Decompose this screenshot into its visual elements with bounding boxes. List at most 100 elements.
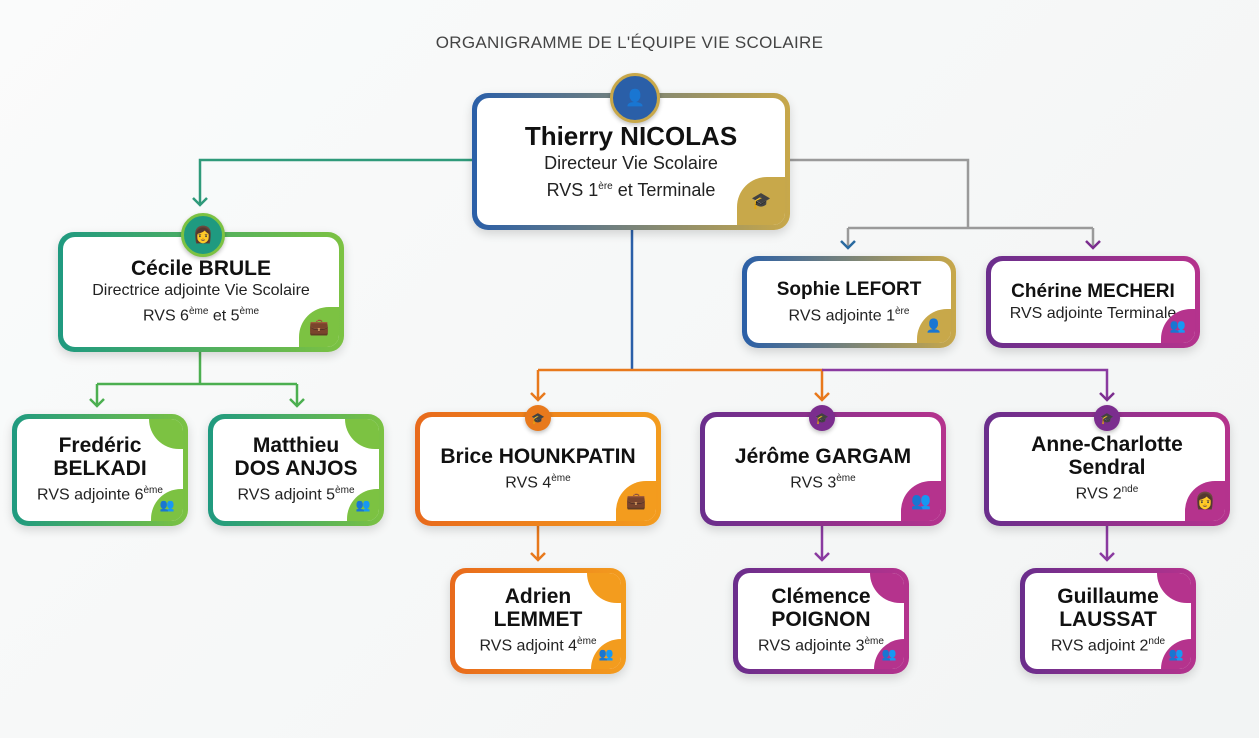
link-anne-guillaume <box>1099 526 1115 562</box>
node-class: RVS 1ère et Terminale <box>547 175 716 202</box>
node-frederic-belkadi[interactable]: Fredéric BELKADI RVS adjointe 6ème 👥 <box>12 414 188 526</box>
node-class: RVS adjoint 5ème <box>238 480 355 505</box>
node-class: RVS adjointe 6ème <box>37 480 163 505</box>
link-row3-right <box>822 368 1109 400</box>
briefcase-icon: 💼 <box>616 481 656 521</box>
node-class: RVS 6ème et 5ème <box>143 301 259 326</box>
arrows-brice-jerome <box>530 392 830 402</box>
node-brice-hounkpatin[interactable]: Brice HOUNKPATIN RVS 4ème 💼 <box>415 412 661 526</box>
node-surname: Sendral <box>1068 456 1146 480</box>
link-thierry-right <box>790 158 1095 248</box>
person-icon: 👩 <box>1185 481 1225 521</box>
corner-accent <box>149 419 183 449</box>
link-cecile-down <box>95 352 299 406</box>
class-suffix: ème <box>864 636 884 648</box>
node-role: Directrice adjointe Vie Scolaire <box>92 282 310 300</box>
chart-title: ORGANIGRAMME DE L'ÉQUIPE VIE SCOLAIRE <box>435 33 824 52</box>
class-text: RVS adjointe 6 <box>37 486 144 504</box>
class-text: RVS 6 <box>143 307 189 325</box>
node-anne-charlotte-sendral[interactable]: Anne-Charlotte Sendral RVS 2nde 👩 <box>984 412 1230 526</box>
corner-accent <box>587 573 621 603</box>
class-suffix: ère <box>598 181 613 192</box>
arrow-cecile <box>192 197 208 207</box>
node-surname: LEMMET <box>493 608 583 632</box>
arrow-cherine <box>1085 240 1101 250</box>
corner-accent <box>870 573 904 603</box>
presentation-icon: 👥 <box>901 481 941 521</box>
node-name: Brice HOUNKPATIN <box>440 444 636 468</box>
class-suffix: ème <box>188 306 209 318</box>
group-icon: 👥 <box>1161 639 1191 669</box>
node-clemence-poignon[interactable]: Clémence POIGNON RVS adjointe 3ème 👥 <box>733 568 909 674</box>
link-row3-mid <box>632 368 824 400</box>
node-class: RVS 2nde <box>1076 479 1139 504</box>
user-icon: 👤 <box>610 73 660 123</box>
class-suffix: nde <box>1121 484 1139 496</box>
graduation-cap-icon: 🎓 <box>1094 405 1120 431</box>
node-name: Sophie LEFORT <box>776 278 922 300</box>
node-adrien-lemmet[interactable]: Adrien LEMMET RVS adjoint 4ème 👥 <box>450 568 626 674</box>
class-suffix: ème <box>239 306 259 318</box>
node-name: Fredéric <box>58 434 142 458</box>
node-name: Clémence <box>771 585 871 609</box>
node-class: RVS adjoint 4ème <box>480 631 597 656</box>
node-cherine-mecheri[interactable]: Chérine MECHERI RVS adjointe Terminale 👥 <box>986 256 1200 348</box>
node-class: RVS adjointe Terminale <box>1009 305 1177 322</box>
class-suffix: ème <box>551 472 571 484</box>
node-guillaume-laussat[interactable]: Guillaume LAUSSAT RVS adjoint 2nde 👥 <box>1020 568 1196 674</box>
woman-icon: 👩 <box>181 213 225 257</box>
class-suffix: nde <box>1148 636 1166 648</box>
class-text: RVS adjoint 4 <box>479 637 578 655</box>
class-text: et Terminale <box>612 180 716 200</box>
corner-accent <box>345 419 379 449</box>
class-suffix: ème <box>335 485 355 497</box>
class-suffix: ème <box>577 636 597 648</box>
node-jerome-gargam[interactable]: Jérôme GARGAM RVS 3ème 👥 <box>700 412 946 526</box>
node-surname: BELKADI <box>53 457 147 481</box>
node-class: RVS 4ème <box>505 468 570 493</box>
node-surname: LAUSSAT <box>1059 608 1157 632</box>
graduation-group-icon: 🎓 <box>737 177 785 225</box>
class-suffix: ème <box>143 485 163 497</box>
node-role: Directeur Vie Scolaire <box>544 153 718 173</box>
node-name: Jérôme GARGAM <box>734 444 912 468</box>
node-name: Anne-Charlotte <box>1031 433 1183 457</box>
node-name: Thierry NICOLAS <box>524 121 738 151</box>
node-sophie-lefort[interactable]: Sophie LEFORT RVS adjointe 1ère 👤 <box>742 256 956 348</box>
node-thierry-nicolas[interactable]: Thierry NICOLAS Directeur Vie Scolaire R… <box>472 93 790 230</box>
class-text: RVS adjointe 3 <box>758 637 865 655</box>
node-name: Chérine MECHERI <box>1011 281 1175 302</box>
node-matthieu-dos-anjos[interactable]: Matthieu DOS ANJOS RVS adjoint 5ème 👥 <box>208 414 384 526</box>
link-brice-adrien <box>530 526 546 562</box>
corner-accent <box>1157 573 1191 603</box>
class-text: RVS adjoint 2 <box>1050 637 1149 655</box>
class-suffix: ème <box>836 472 856 484</box>
node-name: Matthieu <box>252 434 340 458</box>
class-text: RVS 4 <box>505 474 552 492</box>
class-text: et 5 <box>208 307 240 325</box>
class-text: RVS 1 <box>546 180 599 200</box>
class-text: RVS adjoint 5 <box>237 486 336 504</box>
node-name: Adrien <box>504 585 572 609</box>
arrow-anne <box>1099 392 1115 402</box>
node-surname: POIGNON <box>771 608 871 632</box>
briefcase-icon: 💼 <box>299 307 339 347</box>
node-class: RVS adjointe 1ère <box>789 301 910 326</box>
class-text: RVS 3 <box>790 474 837 492</box>
node-name: Guillaume <box>1057 585 1159 609</box>
graduation-cap-icon: 🎓 <box>525 405 551 431</box>
class-text: RVS 2 <box>1075 485 1122 503</box>
graduation-cap-icon: 🎓 <box>809 405 835 431</box>
class-suffix: ère <box>895 305 910 317</box>
node-name: Cécile BRULE <box>130 257 272 281</box>
person-icon: 👤 <box>917 309 951 343</box>
link-thierry-cecile <box>198 158 472 205</box>
link-row3-left <box>536 368 632 400</box>
node-surname: DOS ANJOS <box>234 457 358 481</box>
node-class: RVS adjointe 3ème <box>758 631 884 656</box>
node-class: RVS adjoint 2nde <box>1051 631 1165 656</box>
node-class: RVS 3ème <box>790 468 855 493</box>
arrow-sophie <box>840 240 856 250</box>
link-jerome-clemence <box>814 526 830 562</box>
